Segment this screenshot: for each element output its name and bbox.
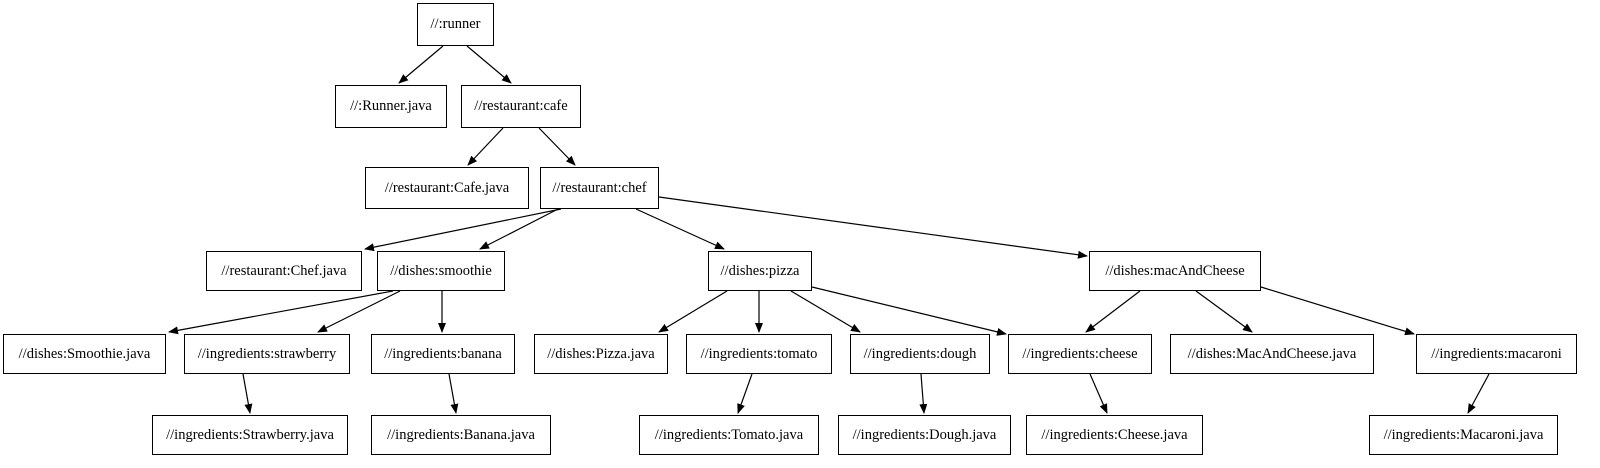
graph-node-ing_tomato[interactable]: //ingredients:tomato bbox=[686, 334, 832, 374]
graph-node-ing_dough[interactable]: //ingredients:dough bbox=[850, 334, 990, 374]
graph-edge-restaurant_chef-to-dishes_macandcheese bbox=[658, 196, 1088, 259]
graph-node-dishes_smoothie_java[interactable]: //dishes:Smoothie.java bbox=[3, 334, 166, 374]
graph-node-label: //ingredients:dough bbox=[863, 345, 977, 362]
graph-node-ing_macaroni_java[interactable]: //ingredients:Macaroni.java bbox=[1369, 415, 1558, 455]
graph-edge-restaurant_chef-to-restaurant_chef_java bbox=[364, 208, 562, 252]
graph-node-label: //ingredients:banana bbox=[384, 345, 502, 362]
graph-node-restaurant_cafe[interactable]: //restaurant:cafe bbox=[461, 85, 581, 128]
graph-node-restaurant_cafe_java[interactable]: //restaurant:Cafe.java bbox=[365, 167, 529, 209]
graph-node-label: //restaurant:cafe bbox=[474, 98, 568, 115]
graph-node-label: //ingredients:Tomato.java bbox=[654, 426, 804, 443]
graph-edge-dishes_pizza-to-ing_dough bbox=[790, 290, 861, 333]
graph-edge-restaurant_chef-to-dishes_smoothie bbox=[479, 208, 559, 250]
graph-node-ing_macaroni[interactable]: //ingredients:macaroni bbox=[1416, 334, 1577, 374]
graph-edge-dishes_macandcheese-to-dishes_macandcheese_java bbox=[1195, 290, 1253, 333]
graph-node-ing_strawberry[interactable]: //ingredients:strawberry bbox=[184, 334, 350, 374]
graph-edge-ing_banana-to-ing_banana_java bbox=[448, 373, 459, 414]
graph-node-label: //dishes:Smoothie.java bbox=[18, 345, 151, 362]
graph-node-dishes_macandcheese_java[interactable]: //dishes:MacAndCheese.java bbox=[1170, 334, 1374, 374]
graph-edge-dishes_smoothie-to-ing_strawberry bbox=[317, 290, 401, 333]
graph-edge-ing_cheese-to-ing_cheese_java bbox=[1089, 373, 1108, 414]
graph-edge-dishes_pizza-to-ing_cheese bbox=[811, 286, 1007, 336]
graph-node-restaurant_chef[interactable]: //restaurant:chef bbox=[540, 167, 659, 209]
graph-node-label: //ingredients:Banana.java bbox=[387, 426, 535, 443]
graph-node-label: //dishes:MacAndCheese.java bbox=[1187, 345, 1357, 362]
graph-edge-dishes_smoothie-to-dishes_smoothie_java bbox=[168, 290, 394, 335]
graph-edge-ing_macaroni-to-ing_macaroni_java bbox=[1467, 373, 1490, 414]
graph-node-ing_tomato_java[interactable]: //ingredients:Tomato.java bbox=[639, 415, 819, 455]
graph-node-ing_banana[interactable]: //ingredients:banana bbox=[371, 334, 515, 374]
graph-node-restaurant_chef_java[interactable]: //restaurant:Chef.java bbox=[206, 251, 362, 291]
graph-node-ing_dough_java[interactable]: //ingredients:Dough.java bbox=[838, 415, 1011, 455]
graph-node-label: //:runner bbox=[430, 16, 481, 33]
graph-edge-ing_tomato-to-ing_tomato_java bbox=[737, 373, 753, 414]
graph-edge-restaurant_chef-to-dishes_pizza bbox=[635, 208, 725, 250]
graph-node-label: //ingredients:Dough.java bbox=[852, 426, 997, 443]
graph-node-ing_cheese_java[interactable]: //ingredients:Cheese.java bbox=[1026, 415, 1203, 455]
graph-edge-dishes_macandcheese-to-ing_macaroni bbox=[1260, 286, 1415, 336]
graph-node-label: //ingredients:strawberry bbox=[197, 345, 337, 362]
graph-node-label: //restaurant:Cafe.java bbox=[384, 179, 510, 196]
graph-node-label: //restaurant:Chef.java bbox=[221, 262, 347, 279]
graph-node-dishes_macandcheese[interactable]: //dishes:macAndCheese bbox=[1089, 251, 1261, 291]
graph-node-dishes_smoothie[interactable]: //dishes:smoothie bbox=[377, 251, 505, 291]
graph-edge-dishes_pizza-to-dishes_pizza_java bbox=[658, 290, 728, 333]
graph-node-label: //dishes:Pizza.java bbox=[547, 345, 655, 362]
graph-edge-ing_dough-to-ing_dough_java bbox=[919, 373, 928, 414]
graph-edge-ing_strawberry-to-ing_strawberry_java bbox=[242, 373, 253, 414]
graph-edge-runner-to-restaurant_cafe bbox=[466, 45, 512, 84]
graph-edge-restaurant_cafe-to-restaurant_cafe_java bbox=[467, 127, 504, 166]
graph-node-label: //ingredients:Strawberry.java bbox=[166, 426, 334, 443]
graph-node-ing_banana_java[interactable]: //ingredients:Banana.java bbox=[371, 415, 551, 455]
graph-node-label: //restaurant:chef bbox=[552, 179, 647, 196]
graph-node-dishes_pizza[interactable]: //dishes:pizza bbox=[708, 251, 812, 291]
graph-node-label: //ingredients:cheese bbox=[1022, 345, 1138, 362]
graph-node-ing_cheese[interactable]: //ingredients:cheese bbox=[1008, 334, 1152, 374]
graph-node-label: //dishes:smoothie bbox=[390, 262, 492, 279]
graph-node-label: //ingredients:tomato bbox=[700, 345, 818, 362]
graph-edge-runner-to-runner_java bbox=[398, 45, 444, 84]
graph-node-label: //dishes:pizza bbox=[720, 262, 800, 279]
graph-node-label: //ingredients:Cheese.java bbox=[1041, 426, 1188, 443]
graph-node-ing_strawberry_java[interactable]: //ingredients:Strawberry.java bbox=[152, 415, 348, 455]
graph-edge-restaurant_cafe-to-restaurant_chef bbox=[538, 127, 576, 166]
graph-node-label: //dishes:macAndCheese bbox=[1105, 262, 1245, 279]
graph-node-label: //ingredients:macaroni bbox=[1431, 345, 1562, 362]
graph-node-runner[interactable]: //:runner bbox=[417, 3, 494, 46]
graph-node-label: //:Runner.java bbox=[350, 98, 432, 115]
graph-edge-dishes_macandcheese-to-ing_cheese bbox=[1085, 290, 1141, 333]
graph-node-label: //ingredients:Macaroni.java bbox=[1383, 426, 1544, 443]
graph-node-runner_java[interactable]: //:Runner.java bbox=[335, 85, 447, 128]
graph-node-dishes_pizza_java[interactable]: //dishes:Pizza.java bbox=[534, 334, 668, 374]
